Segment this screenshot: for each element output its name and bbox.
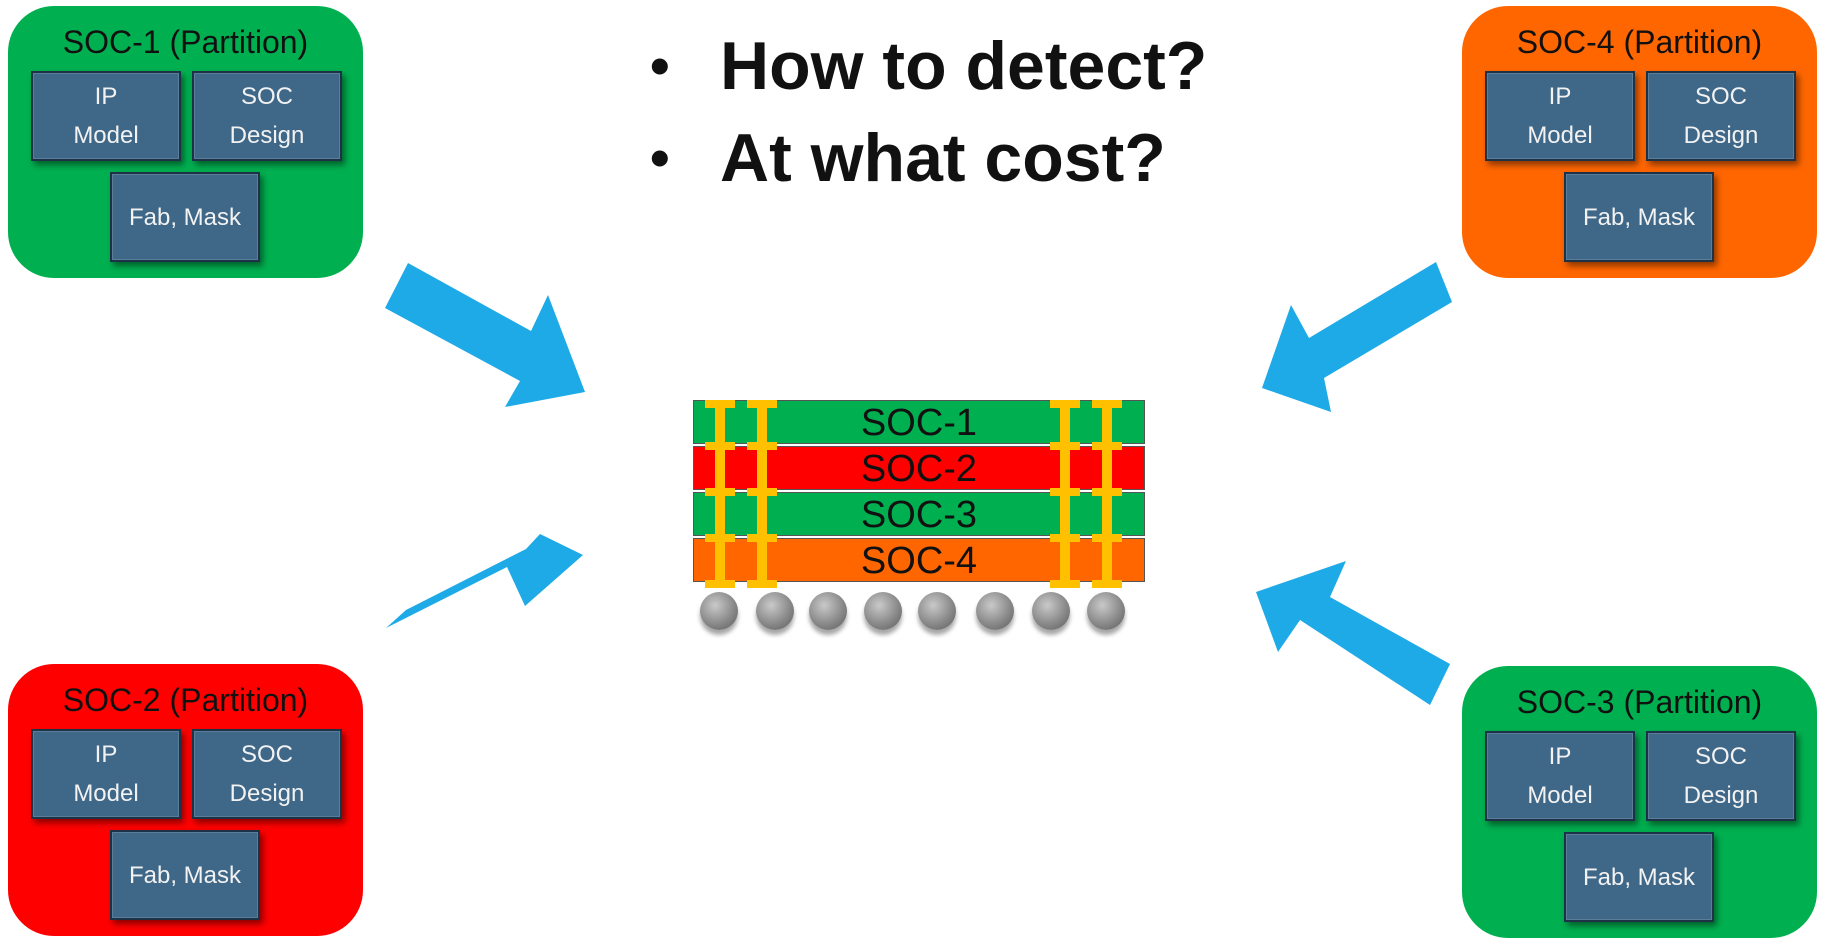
tsv-segment (1050, 580, 1080, 588)
soc3-ip-model-block: IP Model (1485, 731, 1635, 821)
tsv-segment (705, 400, 735, 408)
tsv-segment (705, 534, 735, 542)
soc2-fab-mask-block: Fab, Mask (110, 830, 260, 920)
block-label: Model (1527, 122, 1593, 149)
block-label: SOC (1694, 743, 1747, 770)
arrow-soc1-to-stack (385, 263, 585, 407)
soc4-fab-mask-block: Fab, Mask (1564, 172, 1714, 262)
bullet-icon: • (650, 126, 670, 189)
soc1-partition: SOC-1 (Partition) IP Model SOC Design Fa… (8, 6, 363, 278)
soc2-partition: SOC-2 (Partition) IP Model SOC Design Fa… (8, 664, 363, 936)
soc1-fab-mask-block: Fab, Mask (110, 172, 260, 262)
soc1-soc-design-block: SOC Design (192, 71, 342, 161)
solder-ball (976, 592, 1014, 630)
block-label: SOC (1694, 83, 1747, 110)
tsv-segment (705, 488, 735, 496)
stack-layer-label: SOC-2 (860, 448, 978, 490)
block-label: Fab, Mask (128, 861, 242, 889)
tsv-segment (705, 580, 735, 588)
block-label: IP (1548, 743, 1572, 770)
soc3-partition-title: SOC-3 (Partition) (1516, 684, 1763, 720)
question-item: • How to detect? (640, 20, 1207, 112)
block-label: Model (73, 780, 139, 807)
tsv-segment (705, 442, 735, 450)
tsv-segment (1050, 442, 1080, 450)
tsv-segment (747, 400, 777, 408)
stack-layer-label: SOC-4 (860, 540, 978, 582)
stack-layer-label: SOC-1 (860, 402, 978, 444)
block-label: Design (229, 122, 305, 149)
bullet-icon: • (650, 34, 670, 97)
tsv-via (747, 400, 777, 588)
tsv-segment (1092, 534, 1122, 542)
tsv-segment (1092, 488, 1122, 496)
tsv-via (1050, 400, 1080, 588)
solder-ball (918, 592, 956, 630)
soc4-ip-model-block: IP Model (1485, 71, 1635, 161)
soc1-partition-title: SOC-1 (Partition) (62, 24, 309, 60)
tsv-via (1092, 400, 1122, 588)
solder-ball (1087, 592, 1125, 630)
stack-layer-label: SOC-3 (860, 494, 978, 536)
solder-ball (809, 592, 847, 630)
soc4-soc-design-block: SOC Design (1646, 71, 1796, 161)
soc3-soc-design-block: SOC Design (1646, 731, 1796, 821)
block-label: Fab, Mask (128, 203, 242, 231)
solder-ball (756, 592, 794, 630)
soc2-partition-title: SOC-2 (Partition) (62, 682, 309, 718)
block-label: Design (1683, 122, 1759, 149)
tsv-segment (747, 442, 777, 450)
block-label: Model (1527, 782, 1593, 809)
tsv-segment (1050, 400, 1080, 408)
block-label: Fab, Mask (1582, 203, 1696, 231)
block-label: IP (1548, 83, 1572, 110)
question-list: • How to detect? • At what cost? (640, 20, 1207, 204)
question-item: • At what cost? (640, 112, 1207, 204)
block-label: Model (73, 122, 139, 149)
block-label: SOC (240, 741, 293, 768)
soc1-ip-model-block: IP Model (31, 71, 181, 161)
tsv-segment (1050, 488, 1080, 496)
tsv-segment (747, 488, 777, 496)
solder-ball (864, 592, 902, 630)
question-text: How to detect? (720, 28, 1208, 104)
tsv-segment (747, 534, 777, 542)
solder-ball (1032, 592, 1070, 630)
tsv-segment (1092, 400, 1122, 408)
soc3-partition: SOC-3 (Partition) IP Model SOC Design Fa… (1462, 666, 1817, 938)
arrow-soc3-to-stack (1256, 561, 1450, 705)
soc3-fab-mask-block: Fab, Mask (1564, 832, 1714, 922)
block-label: Design (1683, 782, 1759, 809)
tsv-segment (1092, 580, 1122, 588)
solder-ball (700, 592, 738, 630)
soc4-partition: SOC-4 (Partition) IP Model SOC Design Fa… (1462, 6, 1817, 278)
block-label: SOC (240, 83, 293, 110)
soc2-ip-model-block: IP Model (31, 729, 181, 819)
arrow-soc4-to-stack (1262, 262, 1452, 412)
soc2-soc-design-block: SOC Design (192, 729, 342, 819)
tsv-segment (1092, 442, 1122, 450)
block-label: Fab, Mask (1582, 863, 1696, 891)
block-label: Design (229, 780, 305, 807)
tsv-via (705, 400, 735, 588)
tsv-segment (747, 580, 777, 588)
question-text: At what cost? (720, 120, 1166, 196)
soc4-partition-title: SOC-4 (Partition) (1516, 24, 1763, 60)
arrow-soc2-to-stack (386, 534, 583, 628)
block-label: IP (94, 741, 118, 768)
tsv-segment (1050, 534, 1080, 542)
block-label: IP (94, 83, 118, 110)
